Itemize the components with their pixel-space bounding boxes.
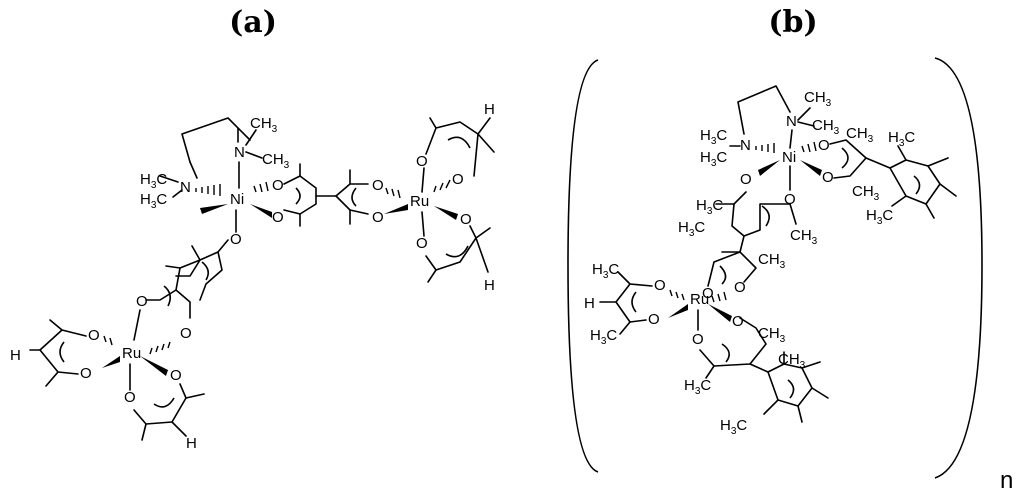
svg-text:O: O	[654, 277, 666, 294]
svg-text:CH3: CH3	[852, 183, 880, 203]
svg-text:O: O	[784, 191, 796, 208]
svg-text:N: N	[740, 137, 751, 154]
svg-text:CH3: CH3	[778, 351, 806, 371]
svg-text:H3C: H3C	[700, 127, 727, 147]
svg-text:O: O	[416, 153, 428, 170]
structure-a: Ni N H3C H3C N CH3 CH3 O O O	[10, 101, 495, 452]
svg-text:H: H	[186, 435, 197, 452]
ru-atom-a-left: Ru	[122, 345, 141, 362]
svg-text:H: H	[484, 101, 495, 118]
svg-text:O: O	[272, 177, 284, 194]
svg-text:H3C: H3C	[140, 171, 167, 191]
svg-text:O: O	[180, 325, 192, 342]
svg-text:O: O	[452, 171, 464, 188]
panel-b-label: (b)	[768, 5, 817, 40]
svg-text:CH3: CH3	[804, 89, 832, 109]
svg-text:H3C: H3C	[700, 149, 727, 169]
panel-a-label: (a)	[229, 5, 277, 40]
svg-text:O: O	[170, 367, 182, 384]
svg-text:O: O	[740, 171, 752, 188]
svg-text:O: O	[80, 365, 92, 382]
svg-text:H3C: H3C	[696, 197, 723, 217]
structure-b: n Ni N CH3 CH3 N H3C H3C O O O O CH3 CH3…	[567, 57, 1013, 494]
svg-text:H3C: H3C	[888, 129, 915, 149]
svg-text:O: O	[648, 311, 660, 328]
svg-text:O: O	[124, 389, 136, 406]
svg-text:O: O	[372, 209, 384, 226]
ni-atom-b: Ni	[782, 149, 796, 166]
svg-text:O: O	[372, 177, 384, 194]
svg-text:O: O	[416, 235, 428, 252]
svg-text:O: O	[460, 211, 472, 228]
svg-text:O: O	[732, 313, 744, 330]
svg-text:CH3: CH3	[790, 227, 818, 247]
svg-text:O: O	[734, 279, 746, 296]
repeat-unit-n: n	[1000, 467, 1013, 494]
svg-text:CH3: CH3	[812, 117, 840, 137]
svg-text:CH3: CH3	[250, 115, 278, 135]
svg-text:N: N	[786, 113, 797, 130]
svg-text:H: H	[584, 295, 595, 312]
svg-text:H3C: H3C	[866, 207, 893, 227]
svg-text:O: O	[230, 231, 242, 248]
svg-text:O: O	[818, 137, 830, 154]
svg-text:N: N	[234, 144, 245, 161]
svg-text:O: O	[272, 209, 284, 226]
svg-text:H3C: H3C	[678, 219, 705, 239]
svg-text:O: O	[692, 331, 704, 348]
svg-text:O: O	[702, 285, 714, 302]
svg-text:H: H	[10, 347, 21, 364]
right-bracket	[934, 57, 983, 479]
svg-text:H3C: H3C	[590, 327, 617, 347]
svg-text:H3C: H3C	[720, 417, 747, 437]
svg-text:H: H	[484, 277, 495, 294]
svg-text:CH3: CH3	[846, 125, 874, 145]
ru-atom-b: Ru	[690, 291, 709, 308]
svg-text:H3C: H3C	[592, 261, 619, 281]
ru-atom-a-right: Ru	[410, 193, 429, 210]
svg-text:O: O	[136, 293, 148, 310]
svg-text:CH3: CH3	[758, 251, 786, 271]
left-bracket	[567, 59, 599, 473]
svg-text:H3C: H3C	[684, 377, 711, 397]
ni-atom-a: Ni	[230, 191, 244, 208]
svg-text:O: O	[822, 169, 834, 186]
svg-text:CH3: CH3	[262, 151, 290, 171]
svg-text:O: O	[88, 327, 100, 344]
svg-text:CH3: CH3	[758, 325, 786, 345]
svg-text:N: N	[180, 179, 191, 196]
svg-text:H3C: H3C	[140, 191, 167, 211]
